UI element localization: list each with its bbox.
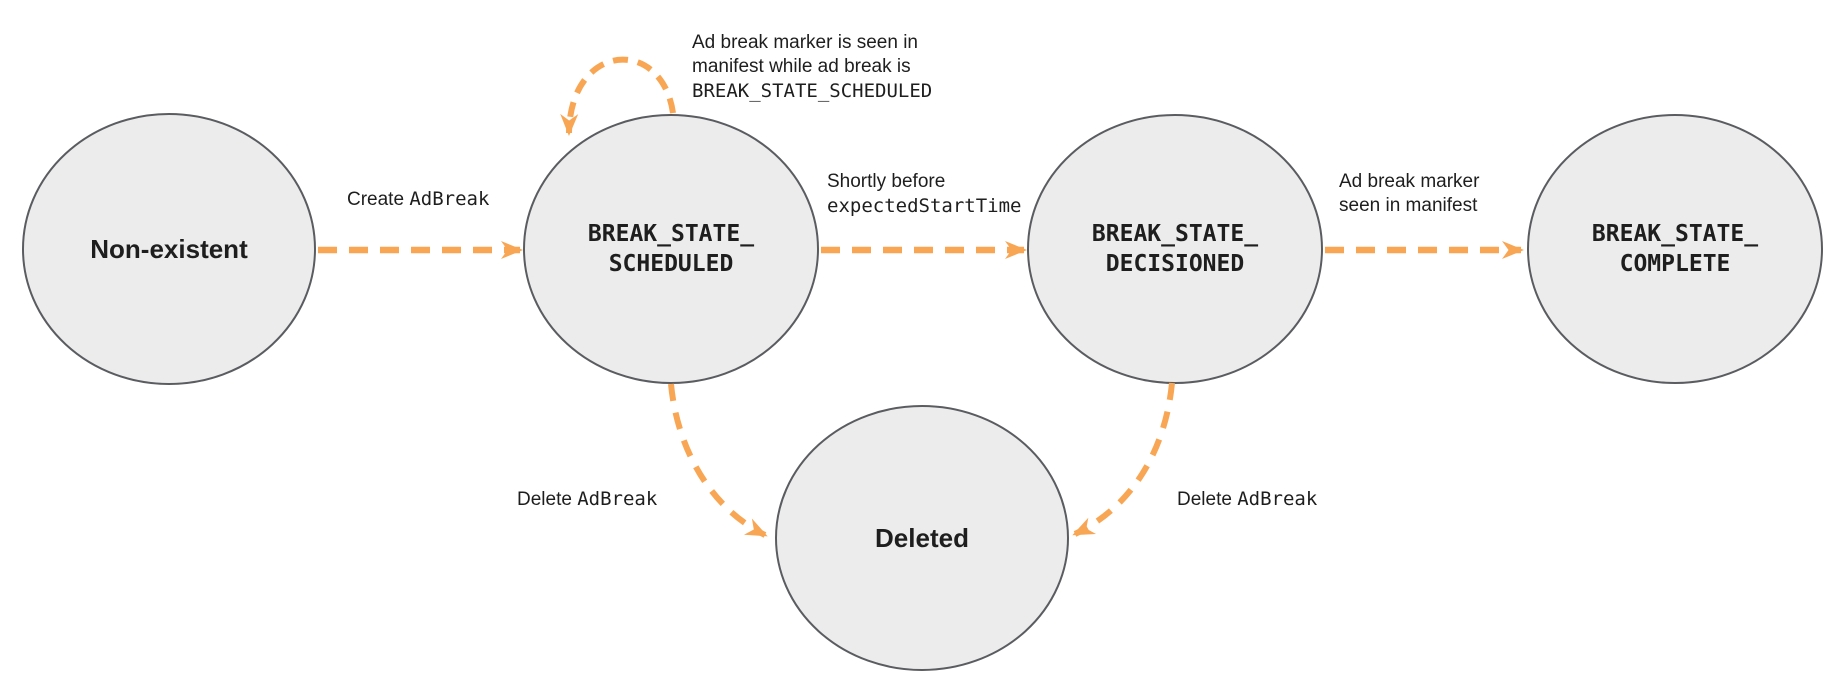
- label-line3-code: BREAK_STATE_SCHEDULED: [692, 80, 933, 102]
- transition-label-self-loop: Ad break marker is seen in manifest whil…: [692, 31, 932, 103]
- label-line2-code: expectedStartTime: [827, 195, 1022, 217]
- label-text: Delete: [1177, 489, 1232, 510]
- arrow-delete-from-decisioned: [1072, 382, 1175, 537]
- state-ellipse-decisioned: [1027, 114, 1323, 384]
- label-line2: seen in manifest: [1339, 195, 1478, 216]
- transition-label-delete-left: Delete AdBreak: [517, 487, 657, 512]
- state-ellipse-scheduled: [523, 114, 819, 384]
- state-ellipse-complete: [1527, 114, 1823, 384]
- transition-label-create-adbreak: Create AdBreak: [347, 187, 489, 212]
- state-ellipse-non-existent: [22, 113, 316, 385]
- state-ellipse-deleted: [775, 405, 1069, 671]
- transition-label-shortly-before: Shortly before expectedStartTime: [827, 170, 1021, 218]
- label-line1: Shortly before: [827, 171, 946, 192]
- transition-label-delete-right: Delete AdBreak: [1177, 487, 1317, 512]
- label-code: AdBreak: [577, 488, 658, 510]
- label-line1: Ad break marker is seen in: [692, 32, 918, 53]
- label-code: AdBreak: [1237, 488, 1318, 510]
- arrow-self-loop-scheduled: [560, 56, 676, 136]
- label-text: Delete: [517, 489, 572, 510]
- label-line1: Ad break marker: [1339, 171, 1480, 192]
- transition-label-marker-seen: Ad break marker seen in manifest: [1339, 170, 1479, 218]
- label-code: AdBreak: [409, 188, 490, 210]
- label-text: Create: [347, 189, 405, 210]
- arrow-delete-from-scheduled: [668, 383, 768, 538]
- label-line2: manifest while ad break is: [692, 56, 911, 77]
